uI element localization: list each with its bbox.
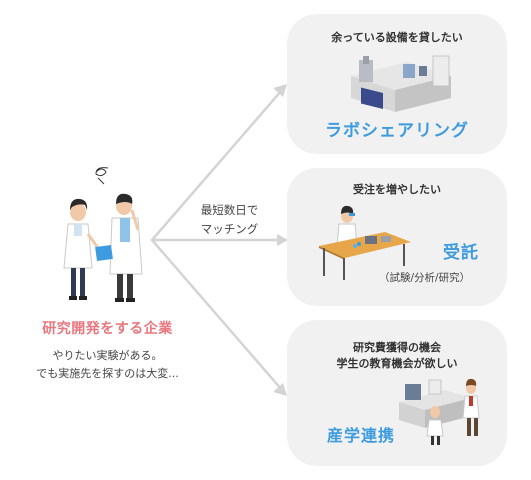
- man-researcher: [109, 193, 143, 302]
- matching-label: 最短数日で マッチング: [182, 201, 277, 239]
- card-lab-sharing-heading-line: 余っている設備を貸したい: [331, 31, 463, 44]
- matching-label-line-1: 最短数日で: [200, 203, 259, 217]
- arrowhead-top: [273, 84, 287, 97]
- card-contract-title: 受託: [443, 243, 479, 263]
- thinking-swirl-icon: [95, 167, 109, 185]
- card-lab-sharing: 余っている設備を貸したい ラボシェアリング: [287, 14, 507, 154]
- card-industry-academia: 研究費獲得の機会 学生の教育機会が欲しい 産学連携: [287, 320, 507, 466]
- company-title: 研究開発をする企業: [42, 321, 173, 337]
- card-industry-academia-heading-line-1: 研究費獲得の機会: [353, 341, 441, 354]
- researchers-illustration: [63, 167, 143, 302]
- card-lab-sharing-heading: 余っている設備を貸したい: [287, 30, 507, 46]
- card-contract-subtitle: （試験/分析/研究）: [379, 272, 471, 284]
- lab-bench-illustration: [319, 205, 411, 280]
- matching-label-line-2: マッチング: [200, 222, 259, 236]
- card-industry-academia-heading: 研究費獲得の機会 学生の教育機会が欲しい: [287, 340, 507, 372]
- company-description-line-2: でも実施先を探すのは大変...: [36, 367, 179, 380]
- arrowhead-middle: [277, 234, 288, 246]
- card-contract-heading-line: 受注を増やしたい: [353, 183, 441, 196]
- blue-folder: [95, 244, 113, 262]
- arrowhead-bottom: [273, 383, 287, 396]
- university-lab-illustration: [399, 378, 480, 445]
- card-industry-academia-heading-line-2: 学生の教育機会が欲しい: [336, 357, 458, 370]
- lab-equipment-illustration: [351, 55, 451, 112]
- card-contract: 受注を増やしたい 受託 （試験/分析/研究）: [287, 168, 507, 306]
- company-description-line-1: やりたい実験がある。: [52, 349, 163, 362]
- company-description: やりたい実験がある。 でも実施先を探すのは大変...: [0, 347, 215, 383]
- card-contract-heading: 受注を増やしたい: [287, 182, 507, 198]
- card-lab-sharing-title: ラボシェアリング: [325, 121, 469, 141]
- woman-researcher: [63, 198, 100, 300]
- card-industry-academia-title: 産学連携: [327, 426, 396, 445]
